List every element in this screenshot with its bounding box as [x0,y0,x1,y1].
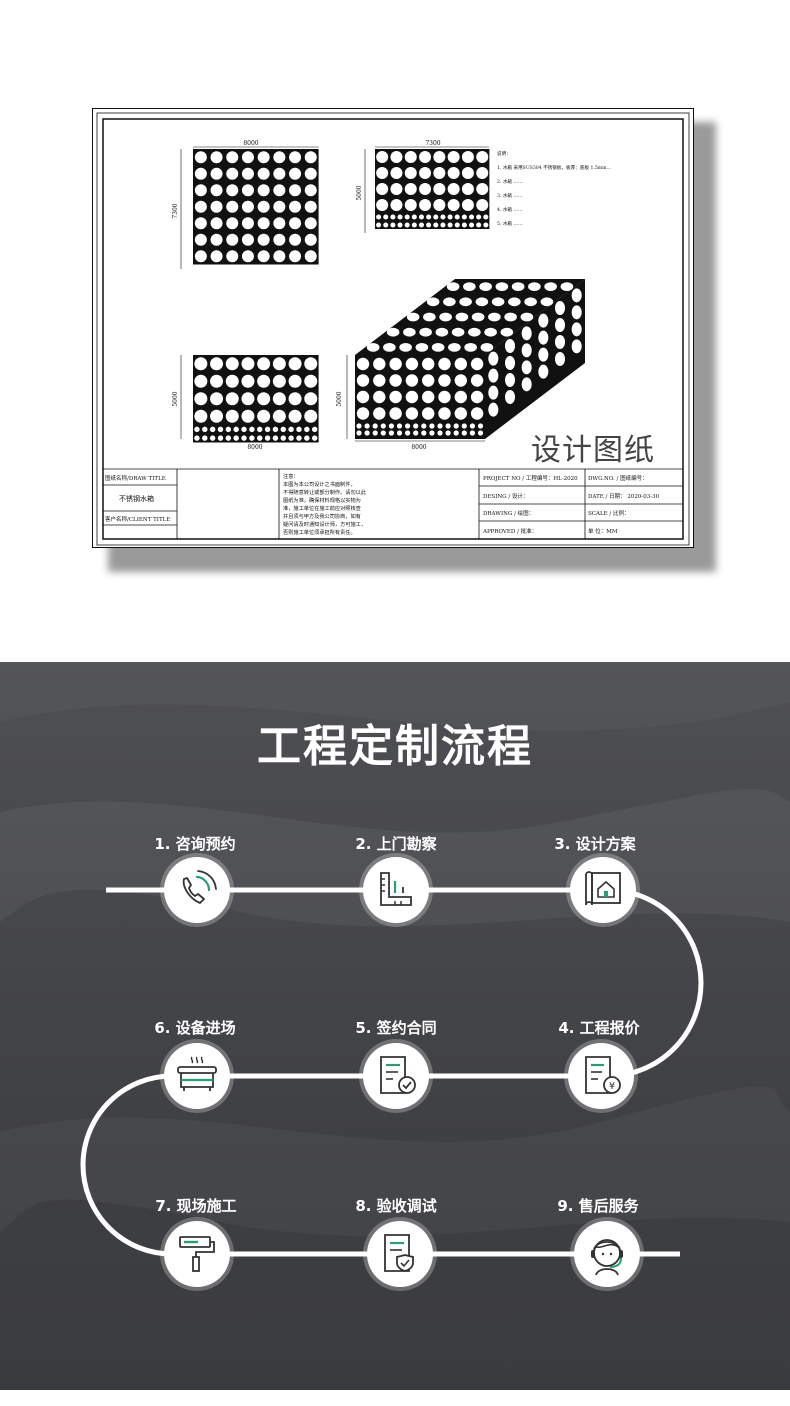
notice-line: 本图为本公司设计之书面制件， [283,480,356,488]
step-9-node[interactable] [574,1221,640,1287]
notice-line: 否则施工单位须承担所有责任。 [283,528,356,536]
notice-line: 并且须与甲方及我公司协商，如有 [283,512,361,520]
dwg-no: DWG.NO. / 图纸编号： [588,474,648,482]
step-8-label: 8. 验收调试 [355,1197,437,1215]
dim-side-height: 5000 [356,185,363,200]
step-7-label: 7. 现场施工 [155,1197,237,1215]
headset-agent-icon [591,1239,623,1276]
shield-check-icon [384,1234,414,1272]
drawing-sheet: 图纸名称/DRAW TITLE 不锈钢水箱 客户名称/CLIENT TITLE … [92,108,694,548]
step-6-node[interactable] [164,1043,230,1109]
note-line: 4. 水箱 …… [497,206,523,213]
step-1-label: 1. 咨询预约 [154,835,236,853]
step-1-node[interactable] [164,857,230,923]
step-4-label: 4. 工程报价 [558,1019,640,1037]
isometric-tank-view [355,279,585,439]
drawing-notes: 说明： 1. 水箱 采用SUS304 不锈钢板，板厚：底板 1.5mm… 2. 水箱… [497,150,611,227]
note-line: 3. 水箱 …… [497,192,523,199]
step-9-label: 9. 售后服务 [557,1197,639,1215]
ruler-icon [380,872,412,906]
dim-iso-height: 5000 [336,391,343,406]
note-line: 1. 水箱 采用SUS304 不锈钢板，板厚：底板 1.5mm… [497,164,611,171]
draw-title-value: 不锈钢水箱 [119,494,154,503]
dim-side-width: 7300 [425,140,440,147]
dim-front-height: 7300 [172,203,179,218]
process-title: 工程定制流程 [257,721,533,772]
drawing-caption: 设计图纸 [531,433,655,468]
svg-text:¥: ¥ [609,1081,615,1092]
notice-text: 注意： 本图为本公司设计之书面制件，不得随意转让或部分制作。请勿以此图纸为准，确… [283,472,367,536]
step-7-node[interactable] [164,1221,230,1287]
equipment-icon [177,1056,217,1091]
phone-icon [182,870,217,904]
blueprint-icon [585,871,621,906]
date-field: DATE / 日期： 2020-03-30 [588,493,660,500]
footer-strip [0,1390,790,1406]
process-panel: 工程定制流程 1. 咨询预约 2. 上门勘察 3. 设计方案 4. 工程报价 5… [0,662,790,1390]
step-6-label: 6. 设备进场 [154,1019,236,1037]
dim-iso-width: 8000 [411,444,426,451]
client-title-label: 客户名称/CLIENT TITLE [105,515,170,523]
note-line: 2. 水箱 …… [497,178,523,185]
notice-line: 准，施工单位在施工前应对照核查 [283,504,361,512]
scale-field: SCALE / 比例： [588,509,629,517]
notice-line: 图纸为准，确保材料规格以实物为 [283,496,361,504]
unit-field: 单 位：MM [588,527,618,535]
step-5-label: 5. 签约合同 [355,1019,437,1037]
drawing-field: DRAWING / 绘图： [483,509,534,517]
step-2-label: 2. 上门勘察 [355,835,437,853]
contract-icon [380,1056,416,1094]
notice-line: 注意： [283,472,299,480]
step-5-node[interactable] [363,1043,429,1109]
quote-icon: ¥ [585,1056,621,1094]
paint-roller-icon [179,1236,215,1272]
plan-view-grid [193,355,319,443]
project-no: PROJECT NO / 工程编号：HL-2020 [483,474,578,482]
dim-small-width: 8000 [247,444,262,451]
design-field: DESING / 设计： [483,492,528,500]
dim-front-width: 8000 [243,140,258,147]
draw-title-label: 图纸名称/DRAW TITLE [105,474,166,482]
step-2-node[interactable] [363,857,429,923]
step-8-node[interactable] [367,1221,433,1287]
approved-field: APPROVED / 批准： [482,527,537,535]
dim-small-height: 5000 [172,391,179,406]
step-4-node[interactable]: ¥ [568,1043,634,1109]
step-3-node[interactable] [570,857,636,923]
drawing-canvas: 图纸名称/DRAW TITLE 不锈钢水箱 客户名称/CLIENT TITLE … [96,112,690,546]
notice-line: 不得随意转让或部分制作。请勿以此 [283,488,367,496]
front-view-grid [193,149,319,265]
notice-line: 疑问请及时通知设计师，方可施工， [283,520,366,528]
note-line: 说明： [497,150,511,157]
step-3-label: 3. 设计方案 [554,835,636,853]
side-view-grid [375,149,490,229]
note-line: 5. 水箱 …… [497,220,523,227]
